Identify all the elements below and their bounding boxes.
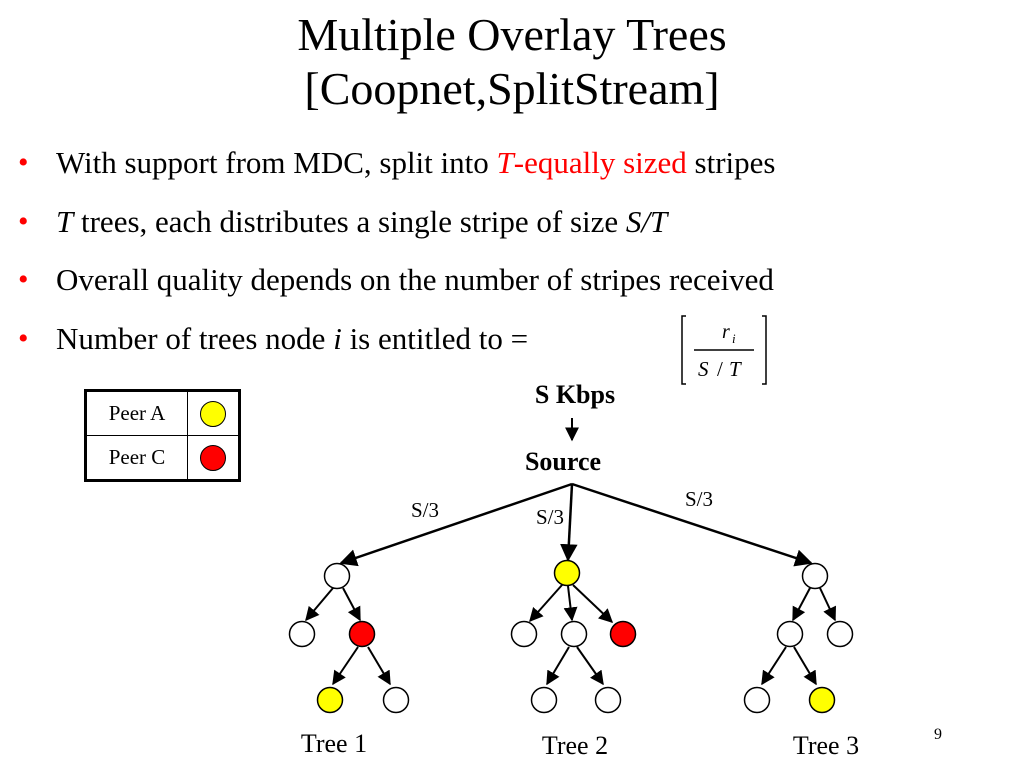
edge-label: S/3 bbox=[536, 505, 564, 529]
legend-label: Peer C bbox=[85, 435, 188, 481]
bullet-emphasis-var: T bbox=[496, 145, 514, 180]
edge-label: S/3 bbox=[411, 498, 439, 522]
title-line-2: [Coopnet,SplitStream] bbox=[304, 63, 720, 114]
tree-edge bbox=[332, 646, 359, 686]
floor-formula: r i S / T bbox=[681, 315, 767, 385]
tree-label: Tree 2 bbox=[542, 731, 608, 760]
formula-numerator-sub: i bbox=[732, 331, 736, 346]
bullet-text: With support from MDC, split into bbox=[56, 145, 497, 180]
bullet-icon: • bbox=[18, 263, 29, 296]
page-number: 9 bbox=[934, 726, 942, 743]
bullet-text: Number of trees node bbox=[56, 320, 334, 356]
tree-2-node bbox=[530, 686, 558, 714]
bullet-icon: • bbox=[18, 204, 29, 238]
source-edge-tree-3 bbox=[571, 482, 813, 567]
formula-denominator-s: S bbox=[698, 357, 709, 381]
tree-edge bbox=[761, 646, 787, 686]
tree-2-node-peer-c bbox=[609, 620, 637, 648]
bullet-item: • With support from MDC, split into T-eq… bbox=[18, 146, 775, 180]
tree-label: Tree 3 bbox=[793, 731, 859, 760]
tree-edge bbox=[367, 646, 391, 686]
legend-label: Peer A bbox=[85, 390, 188, 436]
bullet-variable: S/T bbox=[625, 203, 668, 239]
tree-3-root-node bbox=[801, 562, 829, 590]
tree-3-node-peer-a bbox=[808, 686, 836, 714]
tree-3-node bbox=[776, 620, 804, 648]
tree-1-node-peer-c bbox=[348, 620, 376, 648]
bullet-variable: T bbox=[56, 203, 74, 239]
tree-edge bbox=[342, 587, 361, 622]
rate-label: S Kbps bbox=[535, 380, 615, 409]
bullet-icon: • bbox=[18, 146, 29, 179]
tree-3-node bbox=[743, 686, 771, 714]
floor-bracket-left bbox=[681, 315, 686, 385]
tree-2-node bbox=[560, 620, 588, 648]
tree-edge bbox=[792, 587, 811, 622]
tree-1-root-node bbox=[323, 562, 351, 590]
tree-edge bbox=[305, 587, 334, 622]
tree-edge bbox=[529, 584, 563, 623]
tree-2-root-node-peer-a bbox=[553, 559, 581, 587]
legend-row-peer-c: Peer C bbox=[85, 435, 240, 481]
bullet-variable: i bbox=[333, 320, 342, 356]
legend-swatch-peer-c bbox=[200, 445, 226, 472]
bullet-text: trees, each distributes a single stripe … bbox=[73, 203, 626, 239]
bullet-item: • Overall quality depends on the number … bbox=[18, 263, 775, 297]
tree-1-node-peer-a bbox=[316, 686, 344, 714]
bullet-item: • Number of trees node i is entitled to … bbox=[18, 320, 775, 356]
bullet-icon: • bbox=[18, 321, 29, 355]
legend-swatch-peer-a bbox=[200, 401, 226, 428]
formula-numerator: r bbox=[722, 321, 730, 343]
formula-denominator-slash: / bbox=[717, 357, 723, 381]
floor-bracket-right bbox=[762, 315, 767, 385]
bullet-item: • T trees, each distributes a single str… bbox=[18, 203, 775, 239]
tree-1-node bbox=[382, 686, 410, 714]
source-label: Source bbox=[525, 447, 601, 476]
bullet-emphasis: -equally sized bbox=[513, 145, 687, 180]
tree-2-node bbox=[594, 686, 622, 714]
tree-edge bbox=[819, 587, 836, 622]
source-edge-tree-1 bbox=[339, 482, 573, 567]
tree-edge bbox=[572, 584, 614, 623]
legend-swatch-cell bbox=[187, 435, 240, 481]
bullet-list: • With support from MDC, split into T-eq… bbox=[18, 146, 775, 380]
tree-edge bbox=[546, 646, 570, 686]
bullet-text: stripes bbox=[686, 145, 776, 180]
source-edge-tree-2 bbox=[560, 483, 578, 562]
title-line-1: Multiple Overlay Trees bbox=[297, 9, 727, 60]
tree-edge bbox=[563, 585, 578, 622]
formula-denominator-t: T bbox=[729, 357, 742, 381]
tree-3-node bbox=[826, 620, 854, 648]
legend-table: Peer A Peer C bbox=[84, 389, 241, 482]
bullet-text: is entitled to = bbox=[341, 320, 529, 356]
tree-1-node bbox=[288, 620, 316, 648]
tree-edge bbox=[793, 646, 817, 686]
tree-2-node bbox=[510, 620, 538, 648]
tree-label: Tree 1 bbox=[301, 729, 367, 758]
bullet-text: Overall quality depends on the number of… bbox=[56, 262, 774, 297]
tree-edge bbox=[576, 646, 604, 686]
slide-title: Multiple Overlay Trees [Coopnet,SplitStr… bbox=[0, 8, 1024, 116]
edge-label: S/3 bbox=[685, 487, 713, 511]
